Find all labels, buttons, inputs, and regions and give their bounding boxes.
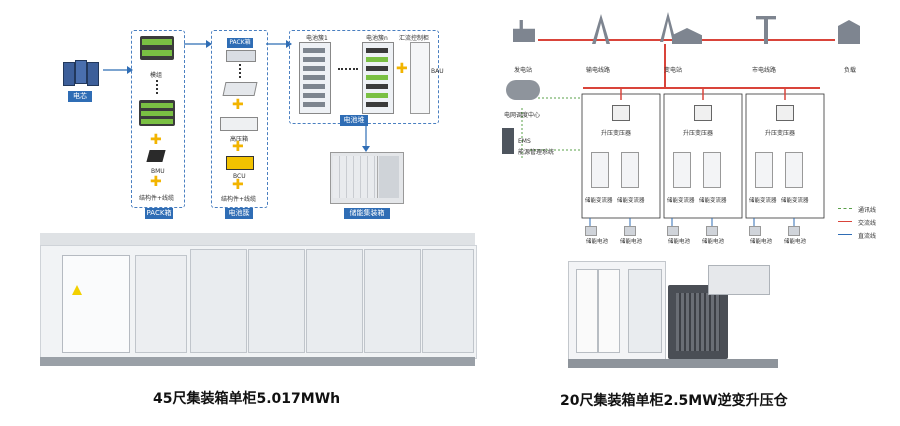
pcs-label: 储能变流器	[781, 198, 809, 204]
battery-icon	[706, 226, 718, 236]
substation-label: 变电站	[664, 67, 683, 74]
pcs-cabinet	[703, 152, 721, 188]
battery-label: 储能电池	[702, 239, 725, 245]
legend-comm-line	[838, 208, 852, 209]
plus-icon: ✚	[150, 132, 162, 148]
load-label: 负载	[844, 67, 857, 74]
pack-image	[226, 50, 256, 62]
substation-house-icon	[672, 28, 702, 44]
cell-image	[61, 58, 101, 86]
legend-ac-label: 交流线	[858, 220, 877, 227]
module-image	[140, 36, 174, 60]
pcs-label: 储能变流器	[585, 198, 613, 204]
city-line-label: 市电线路	[752, 67, 777, 74]
arrow-cell-to-pack	[103, 66, 133, 74]
battery-icon	[624, 226, 636, 236]
pcs-label: 储能变流器	[667, 198, 695, 204]
battery-icon	[788, 226, 800, 236]
battery-label: 储能电池	[620, 239, 643, 245]
arrow-pack-to-cluster	[184, 40, 212, 48]
battery-icon	[585, 226, 597, 236]
battery-icon	[749, 226, 761, 236]
transformer-icon	[694, 105, 712, 121]
struct-label-2: 结构件+线缆	[221, 196, 257, 203]
step-up-label: 升压变压器	[683, 130, 714, 137]
cluster-group	[211, 30, 268, 208]
bcu-image	[226, 156, 254, 170]
rack-image-1	[299, 42, 331, 114]
battery-label: 储能电池	[586, 239, 609, 245]
step-up-label: 升压变压器	[765, 130, 796, 137]
module-label: 模组	[150, 72, 163, 79]
pcs-cabinet	[591, 152, 609, 188]
bmu-label: BMU	[151, 168, 165, 175]
legend-dc-label: 直流线	[858, 233, 877, 240]
pcs-cabinet	[755, 152, 773, 188]
plus-icon: ✚	[232, 139, 244, 155]
step-up-label: 升压变压器	[601, 130, 632, 137]
container-20ft-image	[568, 255, 778, 370]
transformer-icon	[612, 105, 630, 121]
hv-box-label: 高压箱	[230, 136, 249, 143]
pcs-label: 储能变流器	[617, 198, 645, 204]
cluster1-label: 电池簇1	[306, 35, 328, 42]
plus-icon: ✚	[150, 174, 162, 190]
pack-label: PACK箱	[145, 208, 173, 219]
struct-label-1: 结构件+线缆	[139, 195, 175, 202]
pack-image-2	[222, 82, 258, 96]
pcs-label: 储能变流器	[749, 198, 777, 204]
plus-icon: ✚	[232, 97, 244, 113]
pcs-cabinet	[673, 152, 691, 188]
hv-box-image	[220, 117, 258, 131]
dots-1	[156, 80, 160, 94]
ems-label: EMS	[518, 138, 531, 145]
grid-lines	[521, 39, 835, 226]
bcu-label: BCU	[233, 173, 246, 180]
battery-label: 储能电池	[668, 239, 691, 245]
transmission-label: 输电线路	[586, 67, 611, 74]
transformer-icon	[776, 105, 794, 121]
caption-left: 45尺集装箱单柜5.017MWh	[153, 391, 341, 407]
load-building-icon	[838, 20, 860, 44]
dots-2	[239, 64, 243, 78]
power-plant-label: 发电站	[514, 67, 533, 74]
pack-group	[131, 30, 185, 208]
rack-ellipsis	[338, 68, 358, 70]
cell-label: 电芯	[68, 91, 92, 102]
battery-icon	[667, 226, 679, 236]
pcs-cabinet	[621, 152, 639, 188]
battery-label: 储能电池	[784, 239, 807, 245]
ems-sub-label: 能源管理系统	[518, 149, 555, 156]
plus-icon: ✚	[232, 177, 244, 193]
pcs-label: 储能变流器	[699, 198, 727, 204]
plus-icon: ✚	[396, 61, 408, 77]
rack-image-n	[362, 42, 394, 114]
legend-dc-line	[838, 234, 852, 235]
battery-label: 储能电池	[750, 239, 773, 245]
arrow-pile-to-container	[362, 126, 370, 152]
caption-right: 20尺集装箱单柜2.5MW逆变升压仓	[560, 393, 788, 409]
bau-label: BAU	[431, 68, 444, 75]
pack-top-label: PACK箱	[227, 38, 253, 48]
legend-ac-line	[838, 221, 852, 222]
container-label: 储能集装箱	[344, 208, 390, 219]
dispatch-label: 电网调度中心	[504, 112, 541, 119]
legend-comm-label: 通讯线	[858, 207, 877, 214]
cluster-n-label: 电池簇n	[366, 35, 388, 42]
module-stack-image	[139, 100, 175, 126]
container-45ft-image	[40, 233, 477, 366]
bmu-image	[146, 150, 166, 162]
ems-server-icon	[502, 128, 514, 154]
combiner-cabinet-image	[410, 42, 430, 114]
cloud-icon	[506, 80, 540, 100]
cluster-label: 电池簇	[225, 208, 253, 219]
pile-label: 电池堆	[340, 115, 368, 126]
pcs-cabinet	[785, 152, 803, 188]
storage-container-image	[330, 152, 404, 204]
combiner-label: 汇流控制柜	[399, 35, 430, 42]
